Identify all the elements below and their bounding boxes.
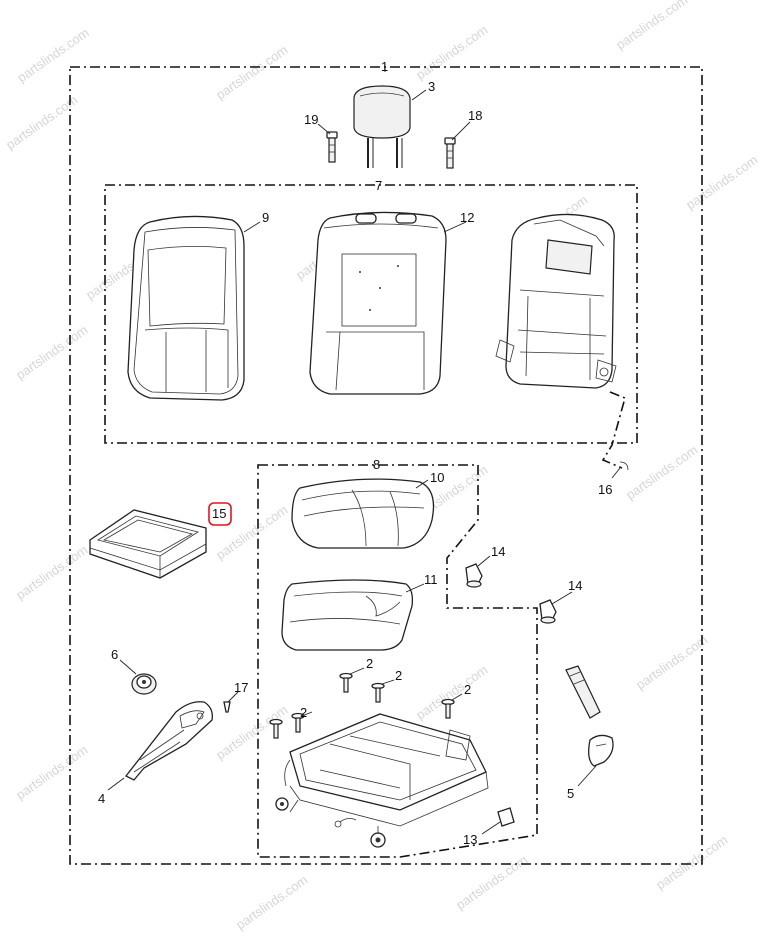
cushion-group-boundary-8 [257,464,538,858]
callout-11: 11 [424,572,438,587]
part-19-headrest-guide[interactable] [326,131,338,163]
seat-cushion-frame [275,713,489,848]
watermark: partslinds.com [683,152,760,212]
watermark: partslinds.com [413,22,490,82]
callout-10: 10 [430,470,444,485]
seatback-frame [495,213,617,389]
watermark: partslinds.com [14,25,91,85]
callout-6: 6 [111,647,118,662]
watermark: partslinds.com [13,322,90,382]
part-4-side-shield[interactable] [124,701,213,781]
callout-7: 7 [375,178,382,193]
part-3-headrest[interactable] [353,85,411,168]
part-16-clip[interactable] [619,461,629,471]
part-2-bolt-c[interactable] [291,712,305,733]
watermark: partslinds.com [13,542,90,602]
callout-14-upper: 14 [491,544,505,559]
part-13-clip[interactable] [497,807,515,827]
watermark: partslinds.com [213,42,290,102]
callout-2-d: 2 [464,682,471,697]
part-2-bolt-a[interactable] [339,672,353,693]
part-14-clip-upper[interactable] [465,563,483,588]
callout-14-lower: 14 [568,578,582,593]
part-10-cushion-cover[interactable] [291,478,435,549]
callouts: 1 3 19 18 7 9 12 16 8 10 15 14 14 11 6 1… [98,59,612,847]
callout-15-highlight [208,502,232,526]
watermark: partslinds.com [633,632,710,692]
watermark: partslinds.com [653,832,730,892]
watermark: partslinds.com [413,662,490,722]
part-6-recliner-knob[interactable] [131,673,157,695]
callout-3: 3 [428,79,435,94]
callout-17: 17 [234,680,248,695]
callout-8: 8 [373,457,380,472]
callout-9: 9 [262,210,269,225]
part-12-seatback-pad[interactable] [309,211,447,395]
callout-12: 12 [460,210,474,225]
watermark: partslinds.com [453,852,530,912]
part-2-bolt-e[interactable] [269,718,283,739]
watermark: partslinds.com [13,742,90,802]
callout-18: 18 [468,108,482,123]
callout-2-a: 2 [366,656,373,671]
callout-13: 13 [463,832,477,847]
callout-5: 5 [567,786,574,801]
watermark: partslinds.com [233,872,310,932]
part-17-screw[interactable] [223,701,231,713]
part-14-clip-lower[interactable] [539,599,557,624]
part-5-belt-buckle[interactable] [565,665,614,767]
callout-15: 15 [212,506,226,521]
assembly-boundary-1 [69,66,703,865]
callout-4: 4 [98,791,105,806]
watermark: partslinds.com [613,0,690,52]
leader-lines [107,67,621,835]
part-11-cushion-pad[interactable] [281,579,414,651]
part-2-bolt-d[interactable] [441,698,455,719]
seatback-group-boundary-7 [104,184,638,444]
leader-16-dashed [601,391,626,469]
part-18-headrest-guide[interactable] [444,137,456,169]
callout-2-c: 2 [300,705,307,720]
watermark: partslinds.com [213,702,290,762]
part-15-cushion-pan[interactable] [89,509,207,579]
callout-16: 16 [598,482,612,497]
callout-2-b: 2 [395,668,402,683]
watermark: partslinds.com [623,442,700,502]
part-9-seatback-cover[interactable] [127,215,245,401]
watermark: partslinds.com [3,92,80,152]
callout-19: 19 [304,112,318,127]
callout-1: 1 [381,59,388,74]
part-2-bolt-b[interactable] [371,682,385,703]
